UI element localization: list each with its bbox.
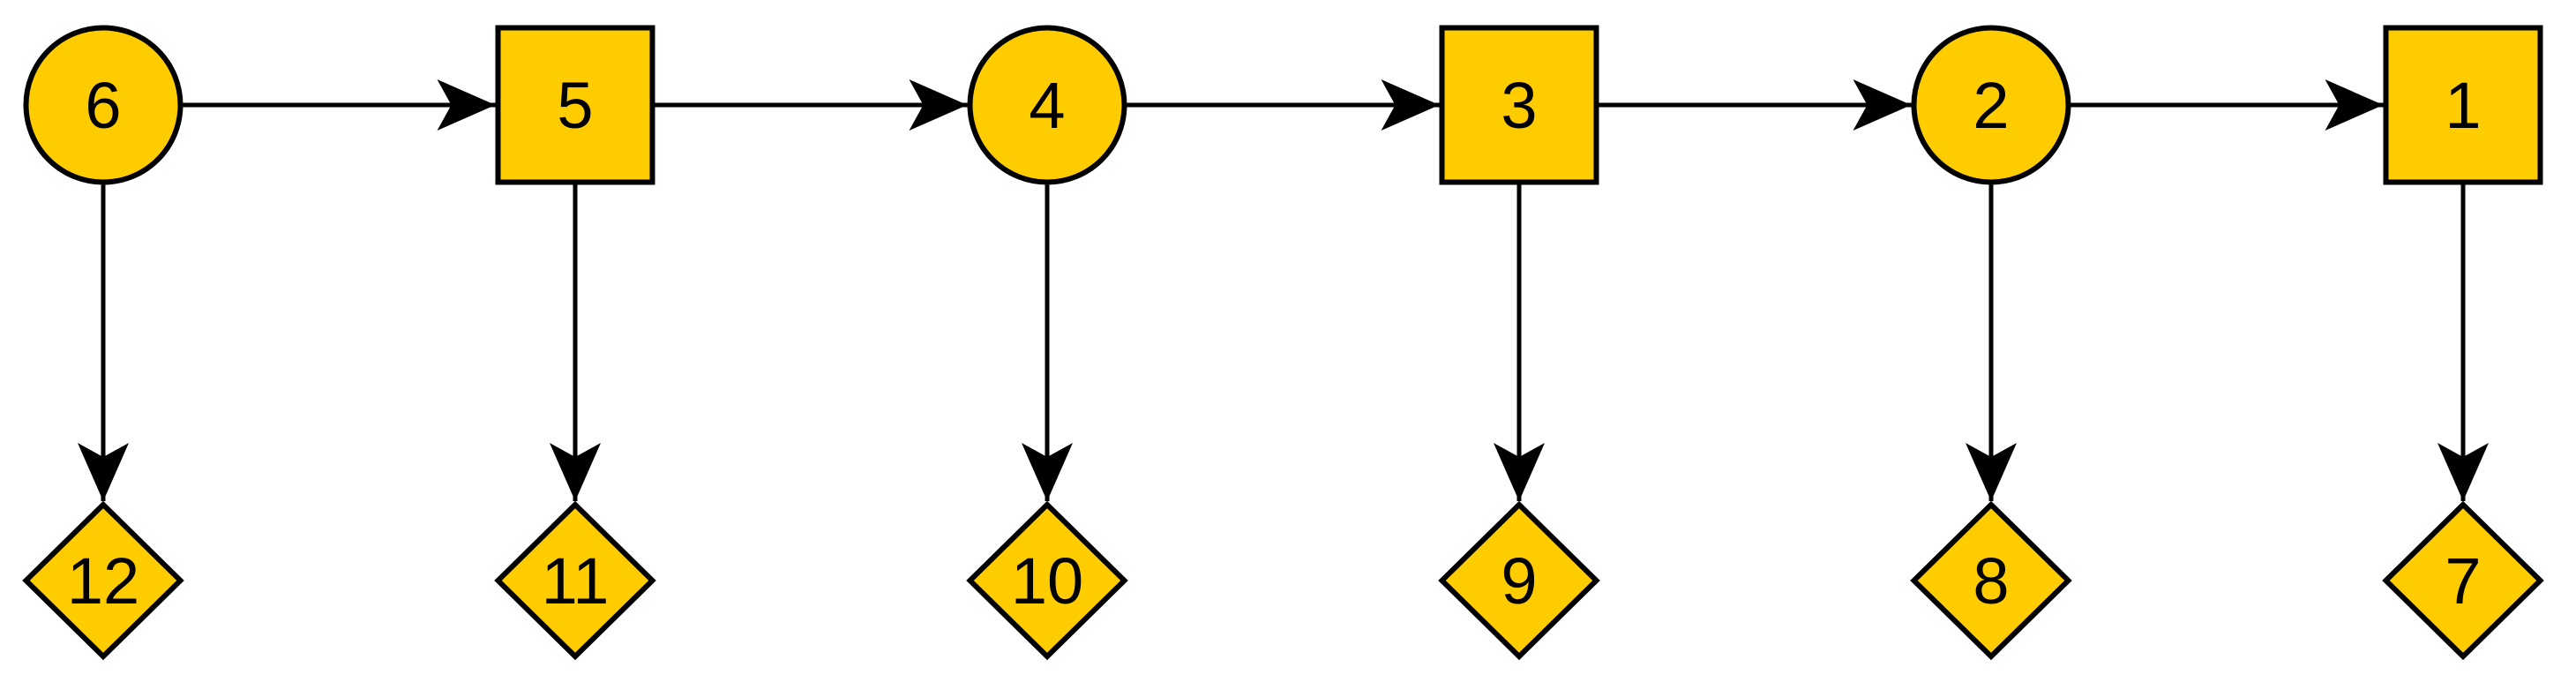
nodes-layer: 6 5 4 3 2 1 12 11 10 9 8 7: [22, 25, 2544, 661]
node-3: 3: [1439, 25, 1599, 185]
node-9: 9: [1438, 500, 1600, 661]
node-6: 6: [23, 25, 183, 185]
node-label-8: 8: [1973, 544, 2009, 618]
square-node-shape: [2383, 25, 2543, 185]
node-label-3: 3: [1501, 69, 1537, 142]
edges-layer: [78, 79, 2489, 501]
diamond-node-shape: [1910, 500, 2072, 661]
node-7: 7: [2382, 500, 2544, 661]
node-10: 10: [966, 500, 1128, 661]
square-node-shape: [1439, 25, 1599, 185]
circle-node-shape: [1911, 25, 2071, 185]
diamond-node-shape: [2382, 500, 2544, 661]
node-4: 4: [967, 25, 1127, 185]
node-8: 8: [1910, 500, 2072, 661]
circle-node-shape: [967, 25, 1127, 185]
node-label-9: 9: [1501, 544, 1537, 618]
diamond-node-shape: [494, 500, 656, 661]
node-label-6: 6: [85, 69, 121, 142]
diamond-node-shape: [966, 500, 1128, 661]
node-label-11: 11: [542, 544, 610, 618]
node-11: 11: [494, 500, 656, 661]
square-node-shape: [495, 25, 655, 185]
node-2: 2: [1911, 25, 2071, 185]
node-label-12: 12: [67, 544, 139, 618]
circle-node-shape: [23, 25, 183, 185]
diamond-node-shape: [22, 500, 184, 661]
node-label-4: 4: [1029, 69, 1065, 142]
node-12: 12: [22, 500, 184, 661]
node-label-10: 10: [1011, 544, 1083, 618]
node-label-7: 7: [2445, 544, 2481, 618]
node-label-2: 2: [1973, 69, 2009, 142]
diamond-node-shape: [1438, 500, 1600, 661]
node-label-1: 1: [2445, 69, 2481, 142]
node-label-5: 5: [557, 69, 593, 142]
node-5: 5: [495, 25, 655, 185]
node-1: 1: [2383, 25, 2543, 185]
